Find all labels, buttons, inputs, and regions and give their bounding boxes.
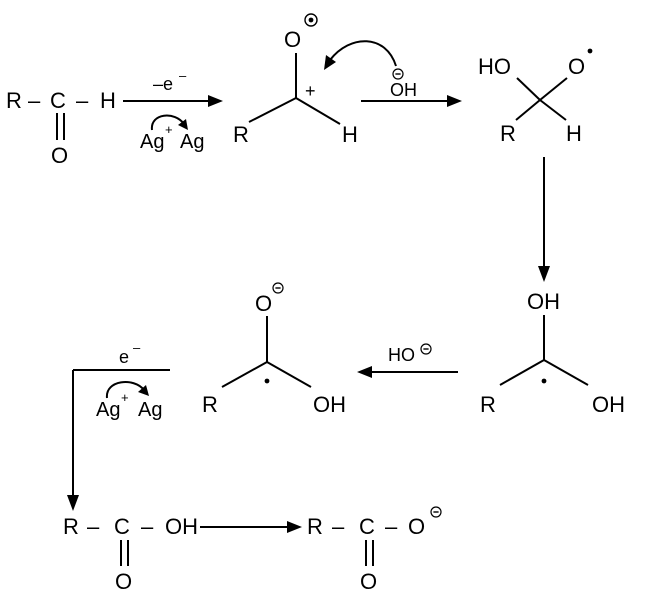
step2-negative-charge-icon bbox=[392, 68, 404, 80]
hydroxide-attack-arrow-head bbox=[324, 55, 336, 70]
step5-curved-arrow bbox=[105, 381, 145, 399]
int4-r: R bbox=[202, 392, 218, 417]
step5-arrow bbox=[67, 369, 170, 511]
int3-bond-c-oh-right bbox=[543, 359, 589, 386]
step1-silver-metal: Ag bbox=[180, 131, 204, 153]
int4-bond-c-oh bbox=[266, 361, 312, 388]
reactant-hydrogen: H bbox=[100, 88, 116, 113]
step2-arrow bbox=[361, 95, 462, 107]
step4-negative-charge-icon bbox=[420, 343, 432, 355]
int1-bond-ch bbox=[295, 97, 341, 125]
step1-silver-ion: Ag bbox=[140, 131, 164, 153]
reactant-r: R bbox=[6, 88, 22, 113]
carboxylate-r: R bbox=[307, 514, 323, 539]
step2-reagent-hydroxide: OH bbox=[390, 80, 417, 100]
int1-bond-cr bbox=[248, 97, 297, 123]
int4-oxygen: O bbox=[255, 291, 272, 316]
carboxylic-acid: R – C – OH O bbox=[63, 514, 198, 594]
acid-r: R bbox=[63, 514, 79, 539]
step1-reagent-superscript: – bbox=[179, 68, 187, 83]
intermediate-3: OH R OH bbox=[480, 289, 625, 417]
int4-bond-c-r bbox=[221, 361, 268, 388]
acid-carbon: C bbox=[114, 514, 130, 539]
step5-silver-ion: Ag bbox=[96, 399, 120, 421]
reactant-dash-1: – bbox=[28, 88, 41, 113]
intermediate-2: HO O R H bbox=[478, 48, 593, 146]
int3-radical-dot-icon bbox=[541, 378, 547, 384]
carboxylate-dash-1: – bbox=[332, 514, 345, 539]
carboxylate-oxygen-anion: O bbox=[408, 514, 425, 539]
step1-arrow bbox=[123, 95, 223, 107]
int2-bond-c-r bbox=[515, 99, 541, 121]
carboxylate-oxygen: O bbox=[360, 569, 377, 594]
int2-ho: HO bbox=[478, 54, 511, 79]
acid-oxygen: O bbox=[115, 569, 132, 594]
int4-negative-charge-icon bbox=[272, 282, 284, 294]
step5-reagent-electron: e bbox=[119, 347, 129, 367]
hydroxide-attack-curved-arrow bbox=[329, 40, 397, 67]
step4-reagent-hydroxide: HO bbox=[388, 345, 415, 365]
step3-arrow bbox=[538, 157, 550, 282]
carboxylate-product: R – C – O O bbox=[307, 506, 442, 594]
radical-dot-center-icon bbox=[308, 17, 314, 23]
carboxylate-negative-charge-icon bbox=[430, 506, 442, 518]
int2-oxygen: O bbox=[568, 54, 585, 79]
step1-silver-ion-charge: + bbox=[165, 122, 173, 137]
carboxylate-dash-2: – bbox=[385, 514, 398, 539]
reactant-carbon: C bbox=[50, 88, 66, 113]
int1-positive-charge: + bbox=[305, 81, 316, 101]
carboxylate-carbon: C bbox=[359, 514, 375, 539]
int3-oh-right: OH bbox=[592, 392, 625, 417]
int2-h: H bbox=[566, 121, 582, 146]
acid-dash-2: – bbox=[141, 514, 154, 539]
int4-radical-dot-icon bbox=[264, 378, 270, 384]
step6-arrow bbox=[200, 521, 302, 533]
int4-oh: OH bbox=[313, 392, 346, 417]
step1-curved-arrow bbox=[150, 114, 185, 131]
step5-curved-arrow-head bbox=[138, 385, 149, 396]
acid-dash-1: – bbox=[87, 514, 100, 539]
step5-silver-metal: Ag bbox=[138, 399, 162, 421]
int2-bond-c-h bbox=[539, 99, 567, 121]
int3-bond-c-r bbox=[499, 359, 545, 386]
int1-h: H bbox=[342, 122, 358, 147]
radical-dot-circle-icon bbox=[304, 13, 318, 27]
intermediate-4: O R OH bbox=[202, 282, 346, 417]
int2-bond-c-oh bbox=[516, 77, 541, 101]
int3-r: R bbox=[480, 392, 496, 417]
int2-bond-c-o bbox=[539, 77, 568, 101]
int2-radical-dot-icon bbox=[587, 48, 593, 54]
reactant-dash-2: – bbox=[76, 88, 89, 113]
reactant-oxygen: O bbox=[51, 143, 68, 168]
step5-silver-ion-charge: + bbox=[121, 390, 129, 405]
aldehyde-reactant: R – C – H O bbox=[6, 88, 116, 168]
step1-reagent-electron-loss: –e bbox=[153, 74, 173, 94]
intermediate-1: O + R H bbox=[233, 13, 358, 147]
step4-arrow bbox=[357, 366, 458, 378]
step1-curved-arrow-head bbox=[178, 119, 188, 130]
int1-r: R bbox=[233, 122, 249, 147]
int3-oh-top: OH bbox=[527, 289, 560, 314]
acid-oh: OH bbox=[165, 514, 198, 539]
int1-oxygen: O bbox=[284, 27, 301, 52]
step5-reagent-superscript: – bbox=[133, 340, 141, 355]
int2-r: R bbox=[500, 121, 516, 146]
